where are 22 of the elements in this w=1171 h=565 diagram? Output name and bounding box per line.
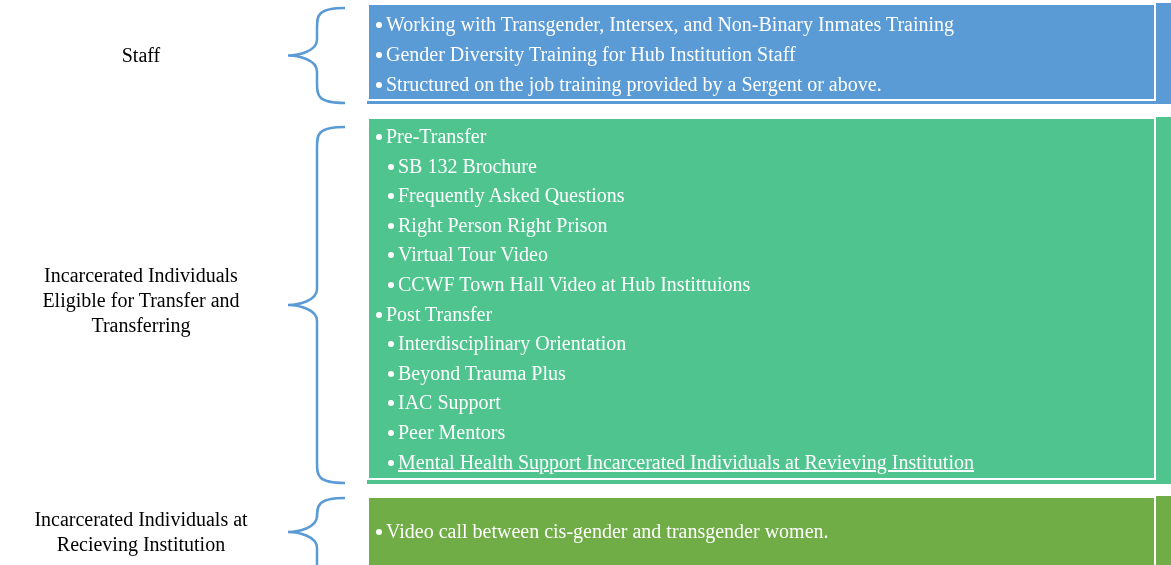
bullet-item: Pre-Transfer (386, 125, 487, 147)
bullet-item: Post Transfer (386, 302, 493, 325)
bullet-item: Virtual Tour Video (398, 243, 548, 266)
bullet-item: Structured on the job training provided by a Sergent or above. (386, 73, 882, 95)
group-label: Incarcerated Individuals Eligible for Transfer and Transferring (41, 262, 241, 338)
bullet-item: Right Person Right Prison (398, 213, 608, 236)
bullet-item: Mental Health Support Incarcerated Individuals at Revieving Institution (398, 450, 974, 473)
bullet-item: Beyond Trauma Plus (398, 361, 566, 384)
bullet-item: SB 132 Brochure (398, 154, 537, 177)
list-box (367, 496, 1171, 565)
bullet-item: IAC Support (398, 391, 501, 414)
group-label: Incarcerated Individuals at Recieving Institution (33, 507, 249, 557)
group-label: Staff (120, 42, 162, 68)
bullet-item: Frequently Asked Questions (398, 184, 625, 207)
bullet-item: Video call between cis-gender and transgender women. (386, 520, 829, 542)
bullet-item: Working with Transgender, Intersex, and Non-Binary Inmates Training (386, 13, 955, 35)
list-box (367, 117, 1171, 484)
list-box (367, 3, 1171, 104)
bullet-item: Peer Mentors (398, 421, 506, 443)
bullet-item: Gender Diversity Training for Hub Institution Staff (386, 43, 796, 65)
bullet-item: CCWF Town Hall Video at Hub Instittuions (398, 273, 751, 295)
bullet-item: Interdisciplinary Orientation (398, 332, 627, 355)
